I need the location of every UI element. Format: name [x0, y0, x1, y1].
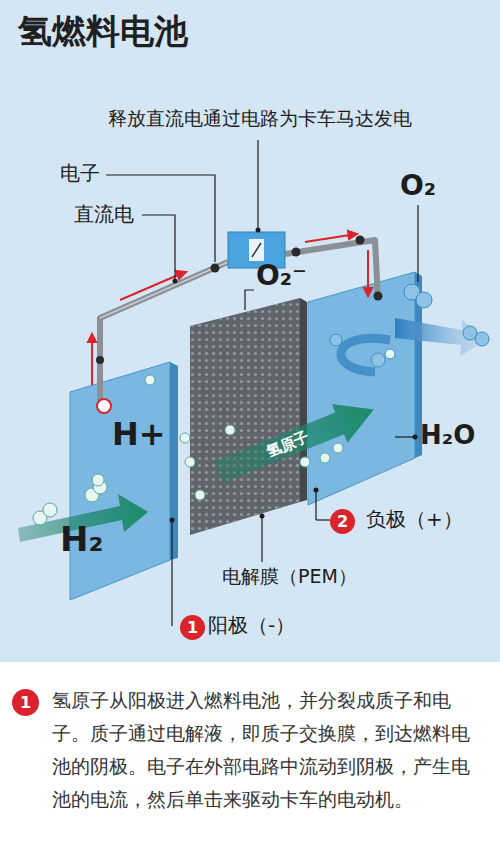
chem-formula: O₂	[400, 170, 436, 202]
callout-digit: 1	[187, 618, 198, 637]
callout-number: 2	[330, 509, 355, 534]
part-label: 负极（+）	[366, 508, 463, 531]
callout-number: 1	[12, 689, 39, 716]
part-label: 电子	[60, 162, 100, 185]
chem-formula: H+	[112, 416, 166, 453]
callout-digit: 1	[20, 693, 31, 712]
title: 氢燃料电池	[18, 12, 188, 51]
description-text: 氢原子从阳极进入燃料电池，并分裂成质子和电子。质子通过电解液，即质子交换膜，到达…	[52, 684, 482, 816]
part-label: 阳极（-）	[208, 614, 295, 637]
chem-formula: O₂⁻	[256, 260, 307, 292]
chem-formula: H₂O	[420, 421, 475, 451]
part-label: 直流电	[74, 203, 134, 226]
callout-number: 1	[180, 615, 205, 640]
part-label: 电解膜（PEM）	[222, 566, 357, 588]
chem-formula: H₂	[60, 520, 103, 559]
callout-digit: 2	[337, 512, 348, 531]
annotation: 释放直流电通过电路为卡车马达发电	[80, 108, 440, 130]
